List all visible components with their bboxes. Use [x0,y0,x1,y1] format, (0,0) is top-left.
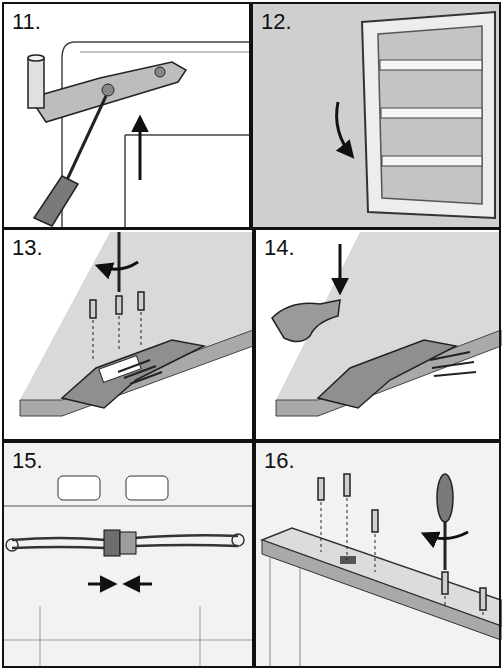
step-number: 12. [253,8,298,36]
step-panel: 12. [251,2,501,229]
wire-connector-figure [126,476,168,500]
door-fitting-figure [337,102,352,156]
top-plate-figure [372,510,378,532]
door-fitting-figure [380,60,482,70]
top-plate-figure [442,572,448,594]
hinge-removal-figure [66,96,106,182]
cover-fitting-figure [276,330,501,416]
step-panel: 11. [2,2,251,229]
cover-fitting-figure [272,300,340,342]
step-number: 16. [256,447,301,475]
top-plate-figure [318,474,486,610]
bracket-screw-figure [20,330,253,416]
hinge-removal-figure [34,176,78,226]
door-fitting-figure [378,26,482,204]
cover-fitting-figure [339,244,342,292]
top-plate-figure [444,520,447,570]
bracket-screw-figure [118,232,121,292]
hinge-removal-figure [102,84,114,96]
wire-connector-figure [2,443,253,668]
top-plate-figure [424,532,468,539]
hinge-removal-figure [28,55,44,61]
door-fitting-figure [253,2,501,228]
top-plate-figure [318,478,324,500]
step-panel: 16. [254,441,501,668]
hinge-removal-figure [2,2,250,228]
cover-fitting-figure [318,340,456,408]
hinge-removal-figure [62,42,250,228]
door-fitting-figure [362,12,495,218]
top-plate-figure [344,474,350,496]
step-panel: 15. [2,441,254,668]
top-plate-figure [256,443,501,668]
top-plate-figure [340,556,356,564]
hinge-removal-figure [125,135,250,228]
step-number: 14. [256,234,301,262]
bracket-screw-figure [98,262,138,269]
bracket-screw-figure [90,292,144,318]
wire-connector-figure [2,506,253,507]
cover-fitting-figure [256,230,501,440]
cover-fitting-figure [430,352,476,376]
bracket-screw-figure [99,356,141,383]
top-plate-figure [262,528,501,626]
top-plate-figure [262,540,501,640]
top-plate-figure [321,498,483,618]
top-plate-figure [437,474,453,522]
step-number: 13. [4,234,49,262]
wire-connector-figure [126,583,152,586]
bracket-screw-figure [118,360,162,384]
bracket-screw-figure [2,230,253,440]
hinge-removal-figure [28,58,44,108]
hinge-removal-figure [80,52,250,53]
hinge-removal-figure [139,118,142,180]
hinge-removal-figure [30,62,186,122]
bracket-screw-figure [2,230,253,440]
bracket-screw-figure [93,312,141,362]
wire-connector-figure [120,532,136,554]
hinge-removal-figure [155,67,165,77]
wire-connector-figure [104,530,120,556]
top-plate-figure [480,588,486,610]
top-plate-figure [270,556,300,668]
wire-connector-figure [58,476,100,500]
step-panel: 13. [2,228,254,441]
step-number: 11. [4,8,47,36]
bracket-screw-figure [116,296,122,314]
top-plate-figure [256,443,501,668]
wire-connector-figure [2,443,253,668]
bracket-screw-figure [90,300,96,318]
bracket-screw-figure [138,292,144,310]
hinge-removal-figure [2,2,250,228]
door-fitting-figure [253,2,501,228]
bracket-screw-figure [62,340,204,408]
wire-connector-figure [88,583,114,586]
cover-fitting-figure [256,230,501,440]
door-fitting-figure [381,108,482,118]
wire-connector-figure [2,606,253,668]
door-fitting-figure [382,156,482,166]
step-panel: 14. [254,228,501,441]
step-number: 15. [4,447,49,475]
